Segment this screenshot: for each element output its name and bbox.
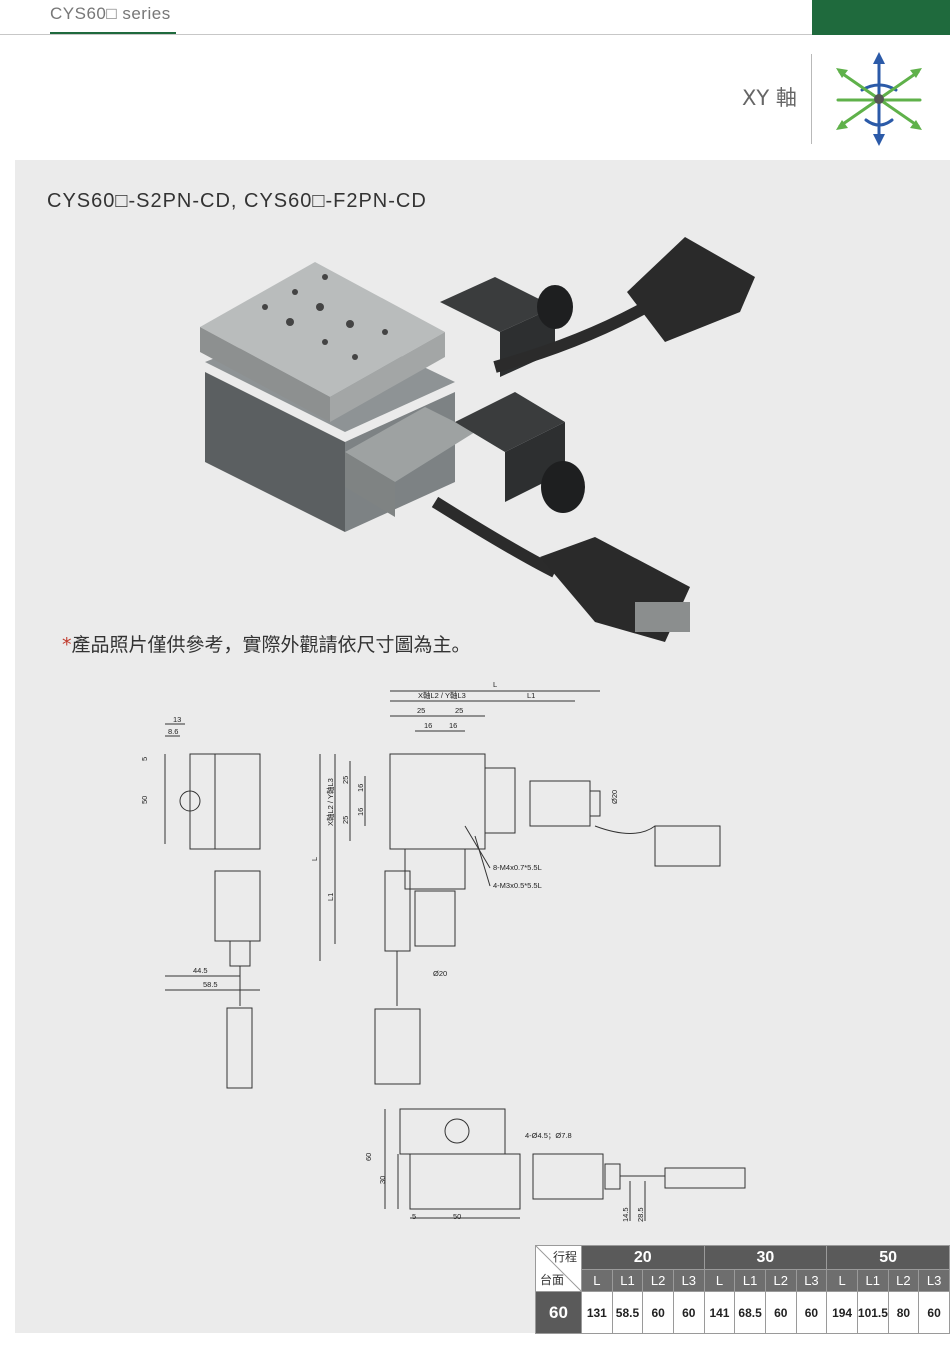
- table-cell: 131: [581, 1291, 613, 1334]
- dim-h30: 30: [378, 1176, 387, 1184]
- table-corner-cell: 行程 台面: [535, 1245, 582, 1292]
- dim-16b: 16: [449, 721, 457, 730]
- col-header: L3: [918, 1269, 950, 1292]
- table-size-label: 台面: [540, 1273, 565, 1287]
- dim-5: 5: [140, 757, 149, 761]
- dim-m3: 4-M3x0.5*5.5L: [493, 881, 542, 890]
- dim-50: 50: [140, 796, 149, 804]
- table-cell: 80: [887, 1291, 920, 1334]
- dim-L: L: [493, 680, 497, 689]
- col-header: L: [581, 1269, 613, 1292]
- dim-v25a: 25: [341, 776, 350, 784]
- content-panel: [15, 160, 950, 1333]
- col-header: L: [703, 1269, 736, 1292]
- dim-h60: 60: [364, 1153, 373, 1161]
- dim-v16b: 16: [356, 808, 365, 816]
- dim-44-5: 44.5: [193, 966, 208, 975]
- dim-25b: 25: [455, 706, 463, 715]
- dim-yl2: X軸L2 / Y軸L3: [325, 778, 335, 826]
- dim-holes: 4-Ø4.5；Ø7.8: [525, 1131, 572, 1140]
- col-header: L3: [672, 1269, 705, 1292]
- dim-25a: 25: [417, 706, 425, 715]
- dim-16a: 16: [424, 721, 432, 730]
- dim-side-L1: L1: [326, 893, 335, 901]
- dim-v16a: 16: [356, 784, 365, 792]
- dim-L1: L1: [527, 691, 535, 700]
- table-cell: 60: [795, 1291, 828, 1334]
- dim-v25b: 25: [341, 816, 350, 824]
- col-header: L1: [611, 1269, 644, 1292]
- col-header: L1: [734, 1269, 766, 1292]
- dim-m4: 8-M4x0.7*5.5L: [493, 863, 542, 872]
- series-underline: [50, 32, 176, 35]
- xyz-axis-icon: [836, 52, 922, 146]
- table-cell: 60: [918, 1291, 950, 1334]
- dim-28-5: 28.5: [636, 1207, 645, 1222]
- table-cell: 141: [703, 1291, 736, 1334]
- dim-xl2: X軸L2 / Y軸L3: [418, 690, 466, 700]
- dim-b5: 5: [412, 1212, 416, 1221]
- stroke-header-20: 20: [581, 1245, 705, 1270]
- col-header: L1: [856, 1269, 889, 1292]
- vertical-divider: [811, 54, 812, 144]
- table-cell: 60: [672, 1291, 705, 1334]
- col-header: L2: [642, 1269, 674, 1292]
- col-header: L3: [795, 1269, 828, 1292]
- stroke-label: 行程: [552, 1250, 577, 1264]
- header-accent-block: [812, 0, 950, 35]
- table-cell: 60: [642, 1291, 674, 1334]
- dim-14-5: 14.5: [621, 1207, 630, 1222]
- stroke-header-30: 30: [703, 1245, 828, 1270]
- stroke-header-50: 50: [826, 1245, 950, 1270]
- dim-13: 13: [173, 715, 181, 724]
- dim-b50: 50: [453, 1212, 461, 1221]
- col-header: L: [826, 1269, 858, 1292]
- dim-dia20-front: Ø20: [610, 790, 619, 804]
- dimension-drawing: L X軸L2 / Y軸L3 L1 25 25 16 16 X軸L2 / Y軸L3…: [140, 680, 746, 1222]
- table-cell: 101.5: [856, 1291, 889, 1334]
- table-cell: 68.5: [734, 1291, 766, 1334]
- table-cell: 58.5: [611, 1291, 644, 1334]
- product-photo: [200, 237, 755, 642]
- dim-side-L: L: [310, 857, 319, 861]
- dim-58-5: 58.5: [203, 980, 218, 989]
- col-header: L2: [764, 1269, 797, 1292]
- row-header-60: 60: [535, 1291, 582, 1334]
- series-title: CYS60□ series: [50, 4, 171, 23]
- axis-label: XY 軸: [742, 86, 797, 110]
- col-header: L2: [887, 1269, 920, 1292]
- photo-note: *產品照片僅供參考，實際外觀請依尺寸圖為主。: [62, 634, 471, 656]
- table-cell: 60: [764, 1291, 797, 1334]
- header-divider: [0, 34, 812, 35]
- model-title: CYS60□-S2PN-CD, CYS60□-F2PN-CD: [47, 190, 427, 212]
- dim-8-6: 8.6: [168, 727, 178, 736]
- spec-table: 行程 台面 20 30 50 L L1 L2 L3 L L1 L2 L3 L L…: [535, 1245, 950, 1334]
- dim-dia20-bottom: Ø20: [433, 969, 447, 978]
- table-cell: 194: [826, 1291, 858, 1334]
